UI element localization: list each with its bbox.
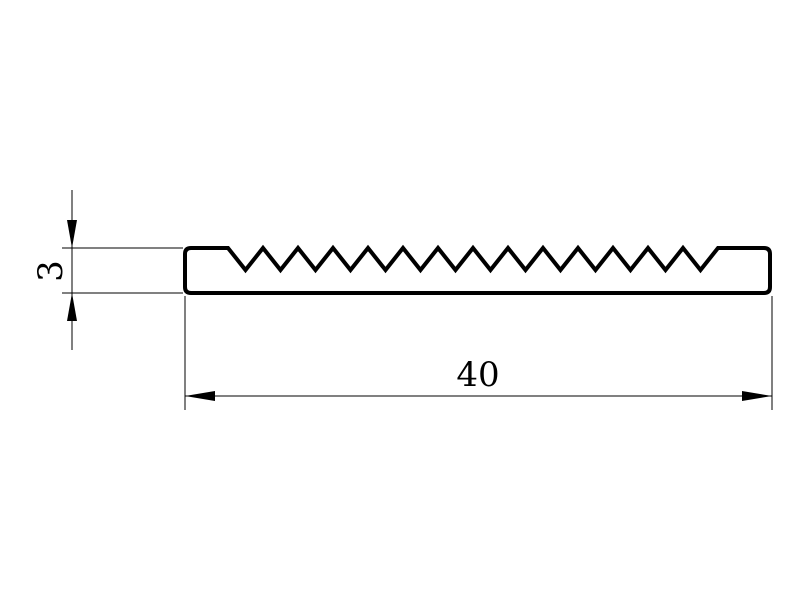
thickness-arrow-bottom xyxy=(67,293,77,321)
width-dimension: 40 xyxy=(184,296,773,410)
width-dimension-label: 40 xyxy=(456,355,499,395)
serrated-strip-profile xyxy=(183,244,772,295)
width-arrow-right xyxy=(742,391,772,401)
width-arrow-left xyxy=(185,391,215,401)
thickness-arrow-top xyxy=(67,220,77,248)
thickness-dimension-label: 3 xyxy=(31,260,71,282)
thickness-dimension: 3 xyxy=(31,190,183,350)
